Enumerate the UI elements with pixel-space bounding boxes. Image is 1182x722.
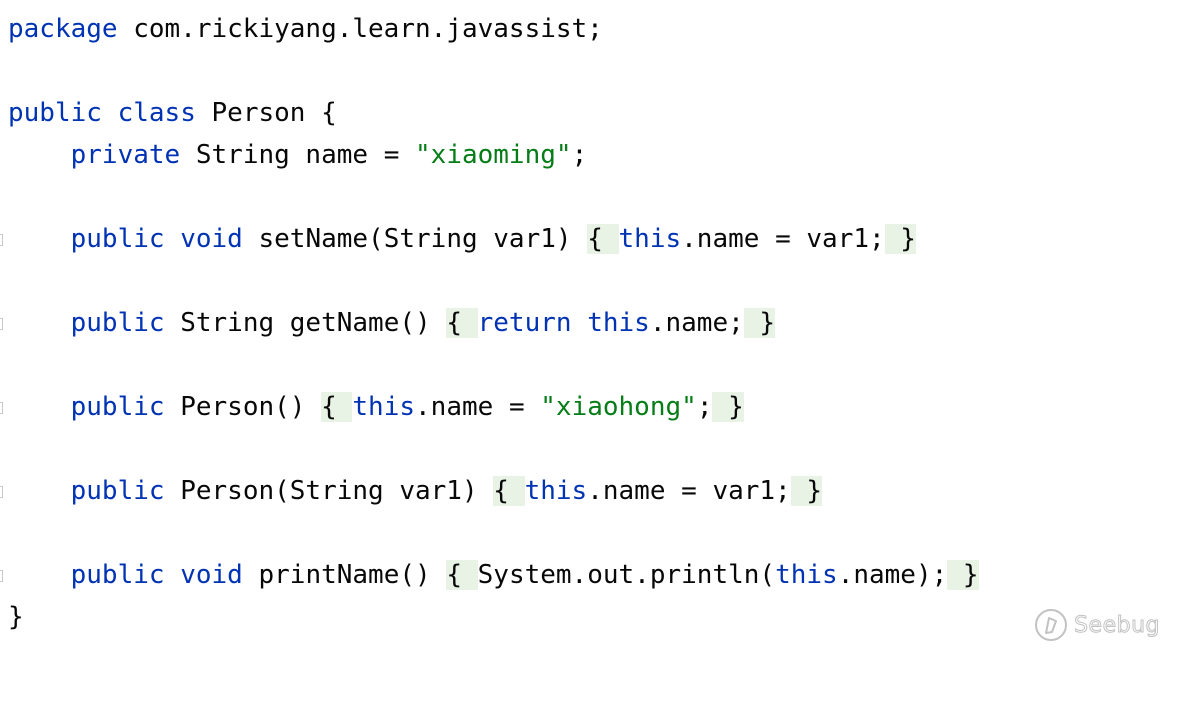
keyword: return — [477, 308, 572, 338]
code-line-11[interactable] — [0, 428, 1182, 470]
string-literal: "xiaohong" — [540, 392, 697, 422]
constructor-body: .name = — [415, 392, 541, 422]
fold-marker-icon[interactable] — [0, 318, 3, 330]
method-signature: String getName() — [164, 308, 431, 338]
code-line-6[interactable]: public void setName(String var1) { this.… — [0, 218, 1182, 260]
method-call: System.out.println( — [477, 560, 776, 590]
keyword: public — [8, 98, 102, 128]
method-body: .name); — [837, 560, 948, 590]
code-editor[interactable]: package com.rickiyang.learn.javassist; p… — [0, 8, 1182, 638]
keyword: public — [70, 476, 165, 506]
code-line-3[interactable]: public class Person { — [0, 92, 1182, 134]
watermark: Seebug — [1034, 608, 1160, 642]
constructor-signature: Person() — [164, 392, 306, 422]
fold-marker-icon[interactable] — [0, 486, 3, 498]
watermark-text: Seebug — [1074, 612, 1160, 638]
class-declaration: Person { — [195, 98, 337, 128]
folded-block-open[interactable]: { — [321, 392, 353, 422]
code-line-5[interactable] — [0, 176, 1182, 218]
fold-marker-icon[interactable] — [0, 570, 3, 582]
code-line-4[interactable]: private String name = "xiaoming"; — [0, 134, 1182, 176]
folded-block-open[interactable]: { — [446, 560, 478, 590]
folded-block-close[interactable]: } — [884, 224, 916, 254]
string-literal: "xiaoming" — [415, 140, 572, 170]
keyword: public — [70, 560, 165, 590]
folded-block-close[interactable]: } — [743, 308, 776, 338]
code-line-9[interactable] — [0, 344, 1182, 386]
method-body: .name = var1; — [681, 224, 885, 254]
closing-brace: } — [8, 602, 24, 632]
constructor-body: .name = var1; — [587, 476, 791, 506]
code-line-14[interactable]: public void printName() { System.out.pri… — [0, 554, 1182, 596]
keyword: void — [180, 560, 243, 590]
code-line-2[interactable] — [0, 50, 1182, 92]
code-line-7[interactable] — [0, 260, 1182, 302]
code-line-10[interactable]: public Person() { this.name = "xiaohong"… — [0, 386, 1182, 428]
keyword: this — [524, 476, 588, 506]
folded-block-open[interactable]: { — [587, 224, 619, 254]
seebug-logo-icon — [1035, 609, 1068, 641]
indent — [8, 560, 71, 590]
indent — [8, 476, 71, 506]
keyword: package — [8, 14, 118, 44]
code-line-1[interactable]: package com.rickiyang.learn.javassist; — [0, 8, 1182, 50]
code-line-8[interactable]: public String getName() { return this.na… — [0, 302, 1182, 344]
method-signature: setName(String var1) — [242, 224, 572, 254]
fold-marker-icon[interactable] — [0, 234, 3, 246]
folded-block-open[interactable]: { — [446, 308, 478, 338]
keyword: class — [117, 98, 196, 128]
folded-block-close[interactable]: } — [947, 560, 979, 590]
folded-block-open[interactable]: { — [493, 476, 525, 506]
semicolon: ; — [571, 140, 588, 170]
indent — [8, 224, 71, 254]
keyword: public — [70, 392, 165, 422]
code-line-12[interactable]: public Person(String var1) { this.name =… — [0, 470, 1182, 512]
indent — [8, 308, 71, 338]
keyword: void — [180, 224, 243, 254]
keyword: public — [70, 224, 165, 254]
folded-block-close[interactable]: } — [790, 476, 823, 506]
constructor-signature: Person(String var1) — [164, 476, 478, 506]
field-declaration: String name = — [180, 140, 416, 170]
keyword: private — [70, 140, 181, 170]
package-name: com.rickiyang.learn.javassist; — [117, 14, 603, 44]
code-line-15[interactable]: } — [0, 596, 1182, 638]
code-line-13[interactable] — [0, 512, 1182, 554]
semicolon: ; — [696, 392, 713, 422]
keyword: public — [70, 308, 165, 338]
folded-block-close[interactable]: } — [712, 392, 744, 422]
indent — [8, 140, 71, 170]
keyword: this — [352, 392, 416, 422]
method-body: .name; — [649, 308, 744, 338]
fold-marker-icon[interactable] — [0, 402, 3, 414]
keyword: this — [618, 224, 682, 254]
indent — [8, 392, 71, 422]
method-signature: printName() — [242, 560, 431, 590]
keyword: this — [587, 308, 650, 338]
keyword: this — [775, 560, 838, 590]
